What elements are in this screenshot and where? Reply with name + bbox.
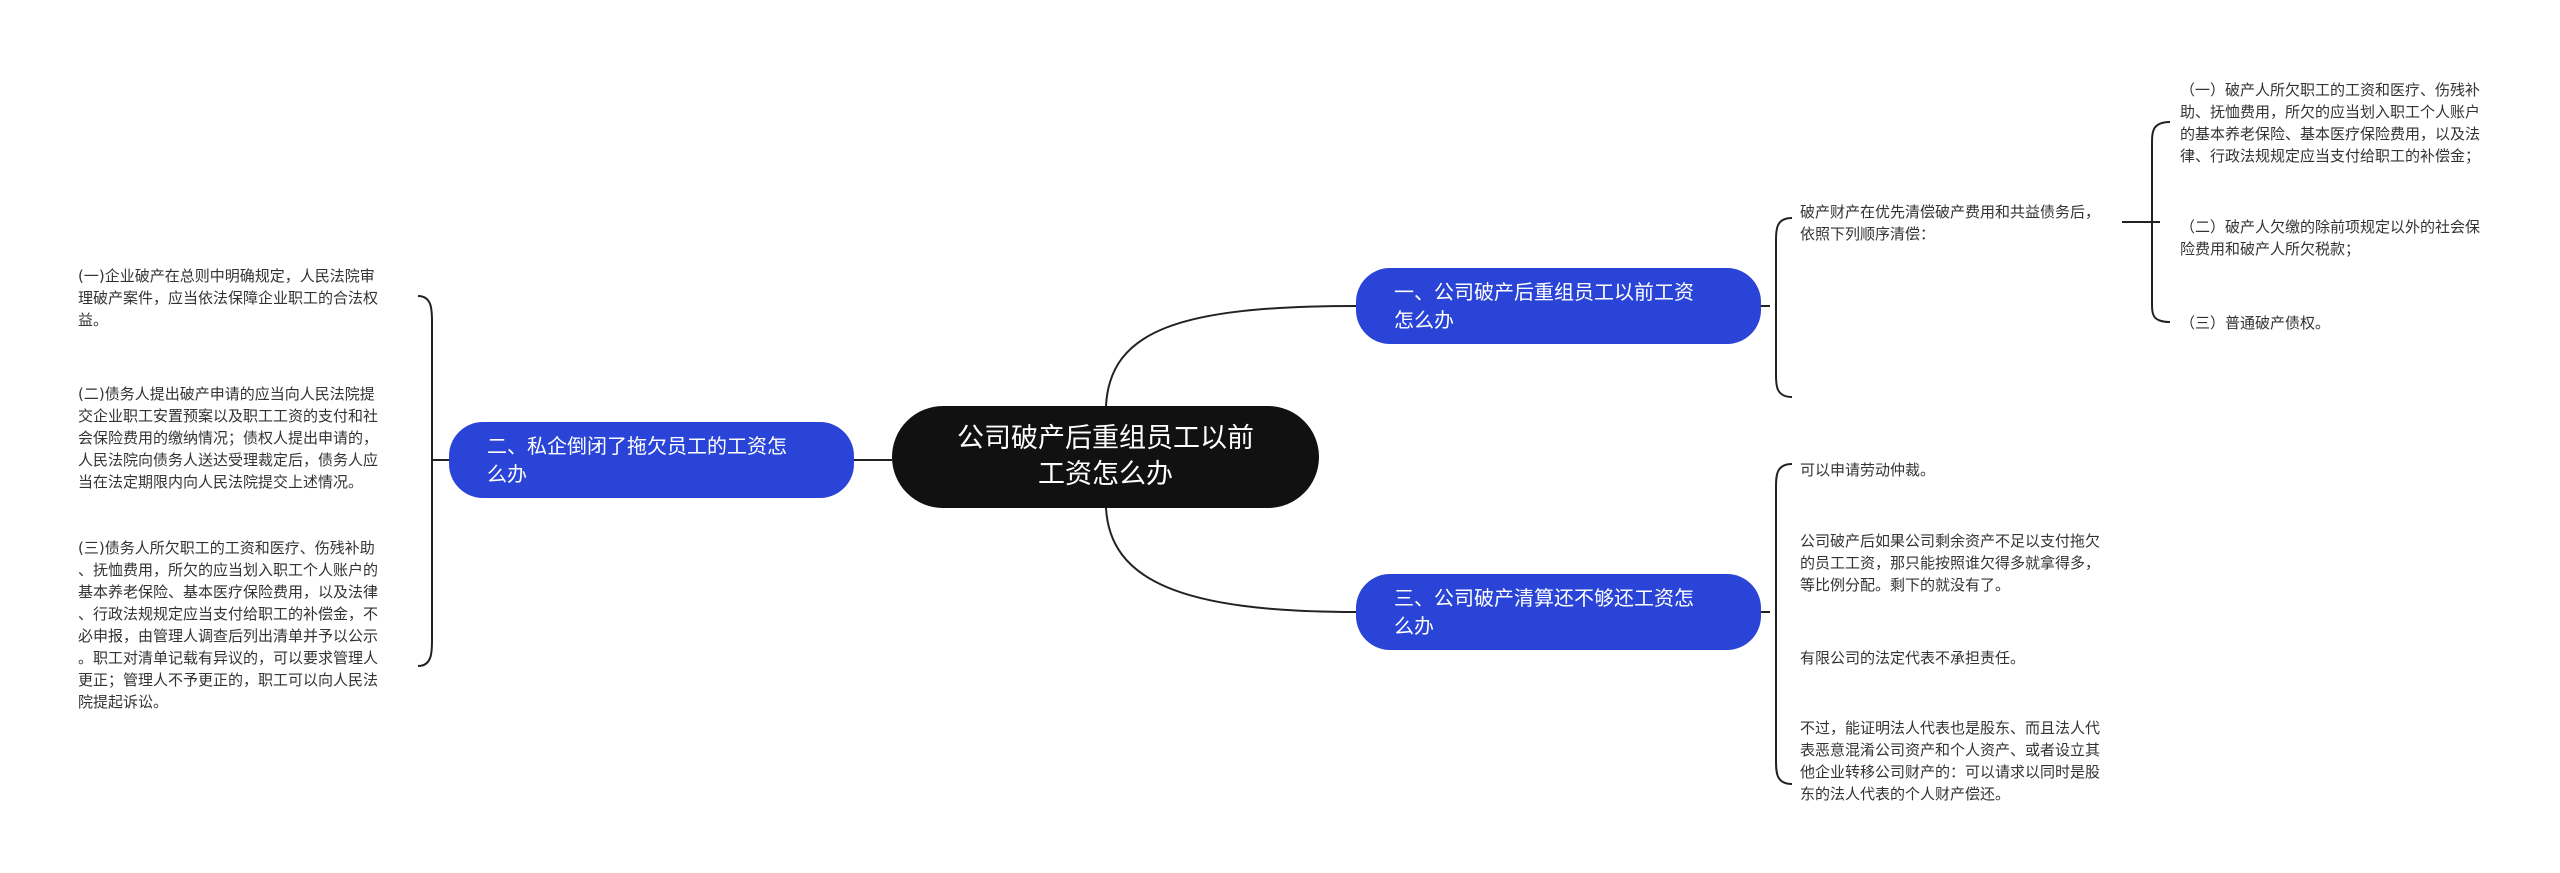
bracket-branch3 (1775, 463, 1793, 785)
leaf-node-3-1[interactable]: 可以申请劳动仲裁。 (1800, 461, 1936, 479)
branch-node-3[interactable]: 三、公司破产清算还不够还工资怎 么办 (1356, 574, 1761, 650)
link-root-branch3 (1105, 507, 1357, 613)
leaf-node-1-1-2[interactable]: （二）破产人欠缴的除前项规定以外的社会保 险费用和破产人所欠税款； (2180, 218, 2481, 258)
leaf-node-2-1[interactable]: (一)企业破产在总则中明确规定，人民法院审 理破产案件，应当依法保障企业职工的合… (78, 267, 379, 329)
leaf-node-2-3[interactable]: (三)债务人所欠职工的工资和医疗、伤残补助 、抚恤费用，所欠的应当划入职工个人账… (78, 539, 379, 711)
branch-node-2[interactable]: 二、私企倒闭了拖欠员工的工资怎 么办 (449, 422, 854, 498)
leaf-node-3-4[interactable]: 不过，能证明法人代表也是股东、而且法人代 表恶意混淆公司资产和个人资产、或者设立… (1800, 719, 2101, 803)
leaf-node-1-1-3[interactable]: （三）普通破产债权。 (2180, 314, 2331, 332)
leaf-node-3-2[interactable]: 公司破产后如果公司剩余资产不足以支付拖欠 的员工工资，那只能按照谁欠得多就拿得多… (1800, 532, 2101, 594)
bracket-l1 (2151, 121, 2171, 323)
root-node[interactable]: 公司破产后重组员工以前 工资怎么办 (892, 406, 1319, 508)
leaf-node-3-3[interactable]: 有限公司的法定代表不承担责任。 (1800, 649, 2026, 667)
branch-node-1[interactable]: 一、公司破产后重组员工以前工资 怎么办 (1356, 268, 1761, 344)
bracket-branch2 (417, 295, 433, 667)
bracket-branch1 (1775, 217, 1793, 398)
leaf-node-1-1[interactable]: 破产财产在优先清偿破产费用和共益债务后， 依照下列顺序清偿： (1800, 203, 2101, 243)
leaf-node-1-1-1[interactable]: （一）破产人所欠职工的工资和医疗、伤残补 助、抚恤费用，所欠的应当划入职工个人账… (2180, 81, 2481, 165)
link-root-branch1 (1105, 305, 1357, 407)
leaf-node-2-2[interactable]: (二)债务人提出破产申请的应当向人民法院提 交企业职工安置预案以及职工工资的支付… (78, 385, 379, 491)
